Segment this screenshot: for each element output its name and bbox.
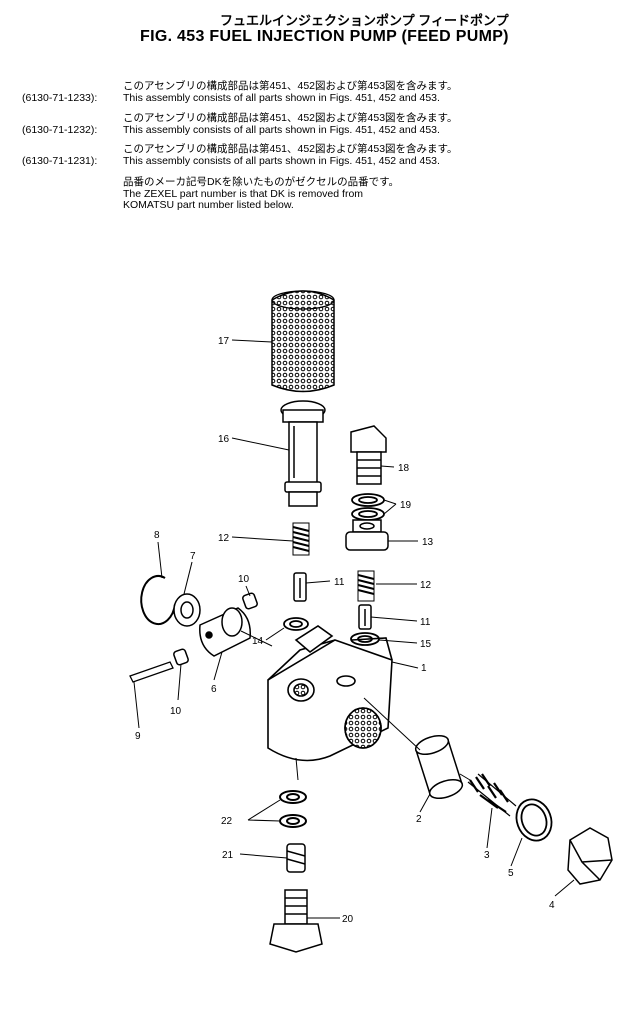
part-18-banjo-bolt <box>350 425 387 485</box>
callout-3: 3 <box>484 850 490 861</box>
part-13-plug <box>345 519 389 551</box>
callout-20: 20 <box>342 914 354 925</box>
part-17-strainer <box>271 290 335 393</box>
callout-10-lower: 10 <box>170 706 182 717</box>
callout-21: 21 <box>222 850 234 861</box>
callout-14: 14 <box>252 636 264 647</box>
part-4-hex-plug <box>567 827 613 885</box>
note-3-jp: このアセンブリの構成部品は第451、452図および第453図を含みます。 <box>123 143 458 155</box>
callout-11-left: 11 <box>334 577 345 588</box>
part-8-snap-ring <box>140 575 176 625</box>
callout-5: 5 <box>508 868 514 879</box>
part-10-pin-lower <box>173 648 189 666</box>
callout-11-right: 11 <box>420 617 431 628</box>
callout-16: 16 <box>218 434 230 445</box>
part-1-pump-body <box>267 625 393 762</box>
part-11-valve-left <box>293 572 307 602</box>
note-3-part-number: (6130-71-1231): <box>22 155 98 167</box>
callout-2: 2 <box>416 814 422 825</box>
note-1-part-number: (6130-71-1233): <box>22 92 98 104</box>
zexel-note-line1: The ZEXEL part number is that DK is remo… <box>123 188 364 200</box>
part-16-priming-pump <box>280 400 326 507</box>
callout-1: 1 <box>421 663 427 674</box>
part-12-spring-lower <box>357 570 375 602</box>
note-1-jp: このアセンブリの構成部品は第451、452図および第453図を含みます。 <box>123 80 458 92</box>
callout-13: 13 <box>422 537 434 548</box>
part-21-filter <box>286 843 306 873</box>
part-6-tappet <box>199 607 251 657</box>
part-19-washers <box>351 493 385 521</box>
callout-19: 19 <box>400 500 412 511</box>
zexel-note-jp: 品番のメーカ記号DKを除いたものがゼクセルの品番です。 <box>123 176 400 188</box>
part-7-roller <box>173 593 201 627</box>
callout-17: 17 <box>218 336 230 347</box>
callout-12-upper: 12 <box>218 533 230 544</box>
callout-22: 22 <box>221 816 233 827</box>
callout-8: 8 <box>154 530 160 541</box>
note-2-part-number: (6130-71-1232): <box>22 124 98 136</box>
leader-lines <box>133 339 575 919</box>
part-10-pin-upper <box>242 592 258 610</box>
note-2-en: This assembly consists of all parts show… <box>123 124 440 136</box>
callout-7: 7 <box>190 551 196 562</box>
callout-18: 18 <box>398 463 410 474</box>
part-11-valve-right <box>358 604 372 630</box>
title-japanese: フュエルインジェクションポンプ フィードポンプ <box>220 13 509 28</box>
zexel-note-line2: KOMATSU part number listed below. <box>123 199 294 211</box>
figure-title: FIG. 453 FUEL INJECTION PUMP (FEED PUMP) <box>140 28 509 45</box>
callout-10-upper: 10 <box>238 574 250 585</box>
part-20-banjo-bolt <box>269 889 323 953</box>
callout-12-lower: 12 <box>420 580 432 591</box>
callout-15: 15 <box>420 639 432 650</box>
part-5-gasket <box>515 798 553 842</box>
part-3-spring <box>467 773 517 817</box>
part-9-pin <box>129 661 174 683</box>
part-22-washers <box>279 790 307 828</box>
note-2-jp: このアセンブリの構成部品は第451、452図および第453図を含みます。 <box>123 112 458 124</box>
part-14-gasket <box>283 617 309 631</box>
note-1-en: This assembly consists of all parts show… <box>123 92 440 104</box>
part-12-spring-upper <box>292 522 310 556</box>
note-3-en: This assembly consists of all parts show… <box>123 155 440 167</box>
part-2-sleeve <box>414 735 464 799</box>
callout-4: 4 <box>549 900 555 911</box>
callout-9: 9 <box>135 731 141 742</box>
callout-6: 6 <box>211 684 217 695</box>
callout-labels: 17 16 18 19 12 13 8 7 10 11 12 11 14 15 … <box>135 336 555 925</box>
